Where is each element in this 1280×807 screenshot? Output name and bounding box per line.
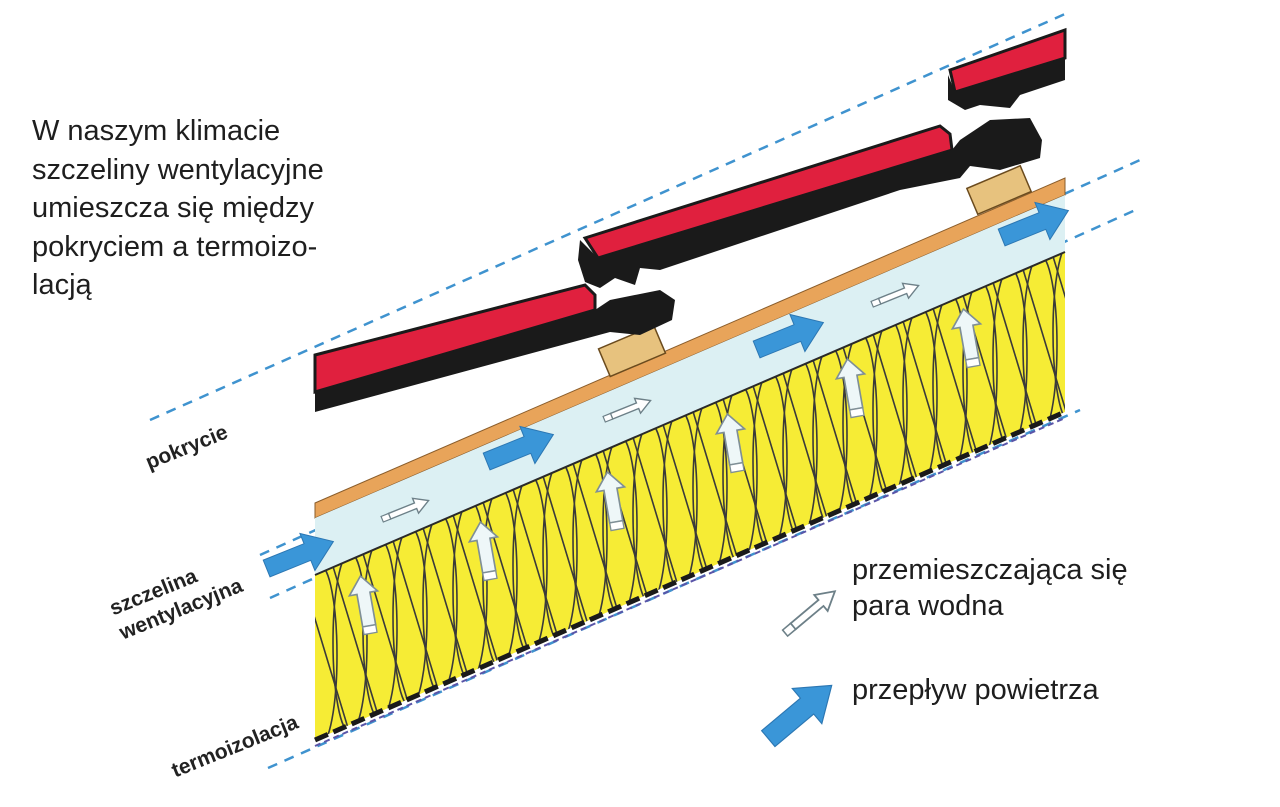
insulation-fiber xyxy=(957,278,1015,464)
insulation-fiber xyxy=(897,304,955,490)
insulation-fiber xyxy=(507,472,565,658)
insulation-fiber xyxy=(687,394,745,581)
insulation-fiber xyxy=(387,523,445,710)
insulation-fiber xyxy=(777,355,835,542)
insulation-fiber xyxy=(1047,252,1065,426)
intro-line-3: umieszcza się między xyxy=(32,192,315,224)
legend-vapor-line-2: para wodna xyxy=(852,590,1004,622)
insulation-fiber xyxy=(537,459,595,645)
legend-airflow-icon xyxy=(752,667,848,757)
insulation-batt xyxy=(1052,252,1065,424)
roof-tiles xyxy=(313,27,1067,412)
intro-line-5: lacją xyxy=(32,269,92,301)
intro-text: W naszym klimacie szczeliny wentylacyjne… xyxy=(32,112,324,305)
insulation-fiber xyxy=(567,446,625,632)
legend-airflow-label: przepływ powietrza xyxy=(852,672,1099,708)
insulation-fiber xyxy=(477,485,535,671)
insulation-fiber xyxy=(867,317,925,503)
insulation-fiber xyxy=(315,562,355,740)
insulation-fiber xyxy=(327,549,385,736)
intro-line-4: pokryciem a termoizo- xyxy=(32,230,318,263)
insulation-fiber xyxy=(927,291,985,477)
insulation-fiber xyxy=(597,433,655,619)
insulation-fiber xyxy=(447,498,505,684)
insulation-fiber xyxy=(657,407,715,594)
insulation-fiber xyxy=(747,368,805,555)
legend-airflow-text: przepływ powietrza xyxy=(852,674,1099,706)
insulation-fiber xyxy=(357,536,415,723)
intro-line-2: szczeliny wentylacyjne xyxy=(32,153,324,186)
legend-vapor-line-1: przemieszczająca się xyxy=(852,554,1128,586)
insulation-fiber xyxy=(807,342,865,529)
battens xyxy=(597,164,1033,378)
legend-vapor-icon xyxy=(777,582,843,642)
legend-vapor-label: przemieszczająca się para wodna xyxy=(852,552,1128,624)
ventilation-gap xyxy=(315,195,1065,575)
insulation-fiber xyxy=(417,510,475,697)
intro-line-1: W naszym klimacie xyxy=(32,115,281,147)
insulation-fiber xyxy=(717,381,775,568)
insulation-fiber xyxy=(1017,252,1065,438)
insulation-fiber xyxy=(627,420,685,606)
insulation-fiber xyxy=(987,265,1045,451)
